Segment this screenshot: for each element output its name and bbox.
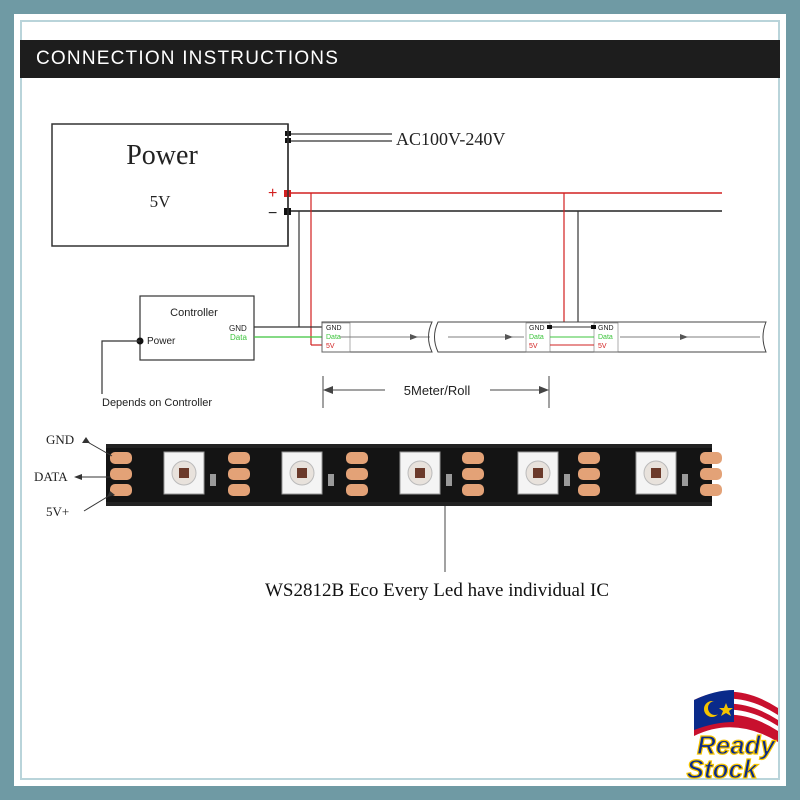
solder-pad	[578, 452, 600, 464]
power-voltage: 5V	[150, 192, 172, 211]
seg3-gnd: GND	[598, 325, 614, 332]
solder-pad	[578, 468, 600, 480]
capacitor	[446, 474, 452, 486]
seg2-data: Data	[529, 334, 544, 341]
minus-sign: −	[268, 205, 277, 222]
solder-pad	[700, 452, 722, 464]
led-die	[533, 468, 543, 478]
power-box	[51, 123, 289, 247]
solder-pad	[578, 484, 600, 496]
solder-pad	[228, 468, 250, 480]
led-die	[297, 468, 307, 478]
plus-sign: +	[268, 185, 277, 202]
seg2-gnd: GND	[529, 325, 545, 332]
badge-stock: Stock	[687, 754, 759, 784]
capacitor	[210, 474, 216, 486]
controller-data: Data	[230, 333, 247, 342]
solder-pad	[228, 452, 250, 464]
solder-pad	[700, 468, 722, 480]
solder-pad	[700, 484, 722, 496]
solder-pad	[228, 484, 250, 496]
solder-pad	[462, 452, 484, 464]
seg1-5v: 5V	[326, 343, 335, 350]
controller-title: Controller	[170, 307, 218, 319]
solder-pad	[462, 484, 484, 496]
solder-pad	[110, 452, 132, 464]
solder-pad	[346, 468, 368, 480]
page-title: CONNECTION INSTRUCTIONS	[20, 40, 354, 78]
seg2-5v: 5V	[529, 343, 538, 350]
seg3-5v: 5V	[598, 343, 607, 350]
solder-pad	[346, 484, 368, 496]
ac-input-label: AC100V-240V	[396, 129, 505, 149]
strip-caption: WS2812B Eco Every Led have individual IC	[265, 580, 609, 601]
solder-pad	[462, 468, 484, 480]
pin-data-label: DATA	[34, 469, 68, 484]
led-die	[415, 468, 425, 478]
seg1-data: Data	[326, 334, 341, 341]
controller-power: Power	[147, 336, 176, 347]
ready-stock-badge: Ready Stock	[686, 690, 778, 785]
solder-pad	[110, 484, 132, 496]
pin-gnd-label: GND	[46, 432, 74, 447]
seg3-data: Data	[598, 334, 613, 341]
inner-frame	[20, 20, 780, 780]
led-die	[179, 468, 189, 478]
badge-ready: Ready	[697, 730, 777, 760]
controller-gnd: GND	[229, 324, 247, 333]
seg1-gnd: GND	[326, 325, 342, 332]
capacitor	[564, 474, 570, 486]
controller-box	[139, 295, 255, 361]
controller-note: Depends on Controller	[102, 397, 212, 409]
capacitor	[682, 474, 688, 486]
capacitor	[328, 474, 334, 486]
solder-pad	[346, 452, 368, 464]
flag-icon	[694, 690, 778, 742]
solder-pad	[110, 468, 132, 480]
power-title: Power	[126, 140, 198, 171]
roll-label: 5Meter/Roll	[404, 383, 471, 398]
led-die	[651, 468, 661, 478]
pin-5v-label: 5V+	[46, 504, 69, 519]
